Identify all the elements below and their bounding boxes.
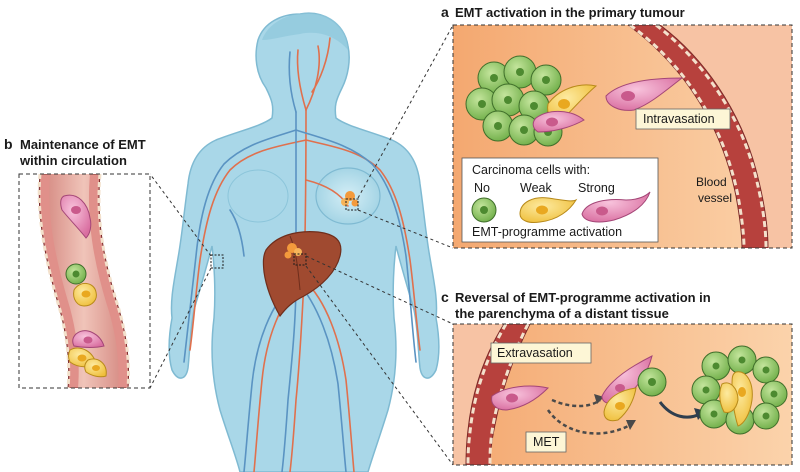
met-label: MET: [533, 435, 560, 449]
legend-footer: EMT-programme activation: [472, 225, 622, 239]
liver-metastasis: [284, 243, 307, 266]
legend-level-strong: Strong: [578, 181, 615, 195]
legend-title: Carcinoma cells with:: [472, 163, 590, 177]
panel-b-frame: [18, 173, 151, 389]
panel-a: a EMT activation in the primary tumour: [441, 4, 793, 249]
legend-level-weak: Weak: [520, 181, 552, 195]
arm-vessel-marker: [210, 254, 224, 269]
human-body-figure: [168, 12, 440, 472]
legend: Carcinoma cells with: No Weak Strong EMT…: [461, 157, 659, 243]
veins: [183, 51, 417, 472]
panel-c-frame: [452, 323, 793, 466]
panel-b-letter: b: [4, 136, 13, 152]
legend-cell-weak: [519, 197, 578, 223]
panel-b-title-2: within circulation: [19, 153, 127, 168]
strong-emt-cell-a1: [532, 111, 585, 133]
liver: [262, 231, 342, 318]
panel-c-title-1: Reversal of EMT-programme activation in: [455, 290, 711, 305]
blood-vessel-label-2: vessel: [698, 191, 732, 205]
blood-vessel-label-1: Blood: [696, 175, 727, 189]
extravasating-strong-cell: [491, 385, 549, 411]
breast-tumour: [341, 191, 359, 211]
panel-c-letter: c: [441, 289, 449, 305]
zoom-connectors: [149, 24, 454, 466]
legend-level-no: No: [474, 181, 490, 195]
panel-c: c Reversal of EMT-programme activation i…: [441, 289, 793, 466]
intravasation-label-box: [635, 108, 731, 130]
met-label-box: [525, 431, 567, 453]
extravasation-label-box: [490, 342, 592, 364]
met-arrow-2: [546, 409, 633, 435]
panel-b: b Maintenance of EMT within circulation: [4, 136, 151, 389]
panel-a-title: EMT activation in the primary tumour: [455, 5, 685, 20]
circulating-strong-cell-1: [60, 194, 92, 239]
panel-c-title-2: the parenchyma of a distant tissue: [455, 306, 669, 321]
colony-weak-cell: [731, 371, 753, 427]
intravasation-label: Intravasation: [643, 112, 715, 126]
colony-weak-cell-2: [719, 382, 739, 413]
strong-emt-cell-a2: [605, 77, 684, 111]
panel-b-title-1: Maintenance of EMT: [20, 137, 146, 152]
panel-a-frame: [452, 24, 793, 249]
panel-a-letter: a: [441, 4, 449, 20]
extravasation-label: Extravasation: [497, 346, 573, 360]
